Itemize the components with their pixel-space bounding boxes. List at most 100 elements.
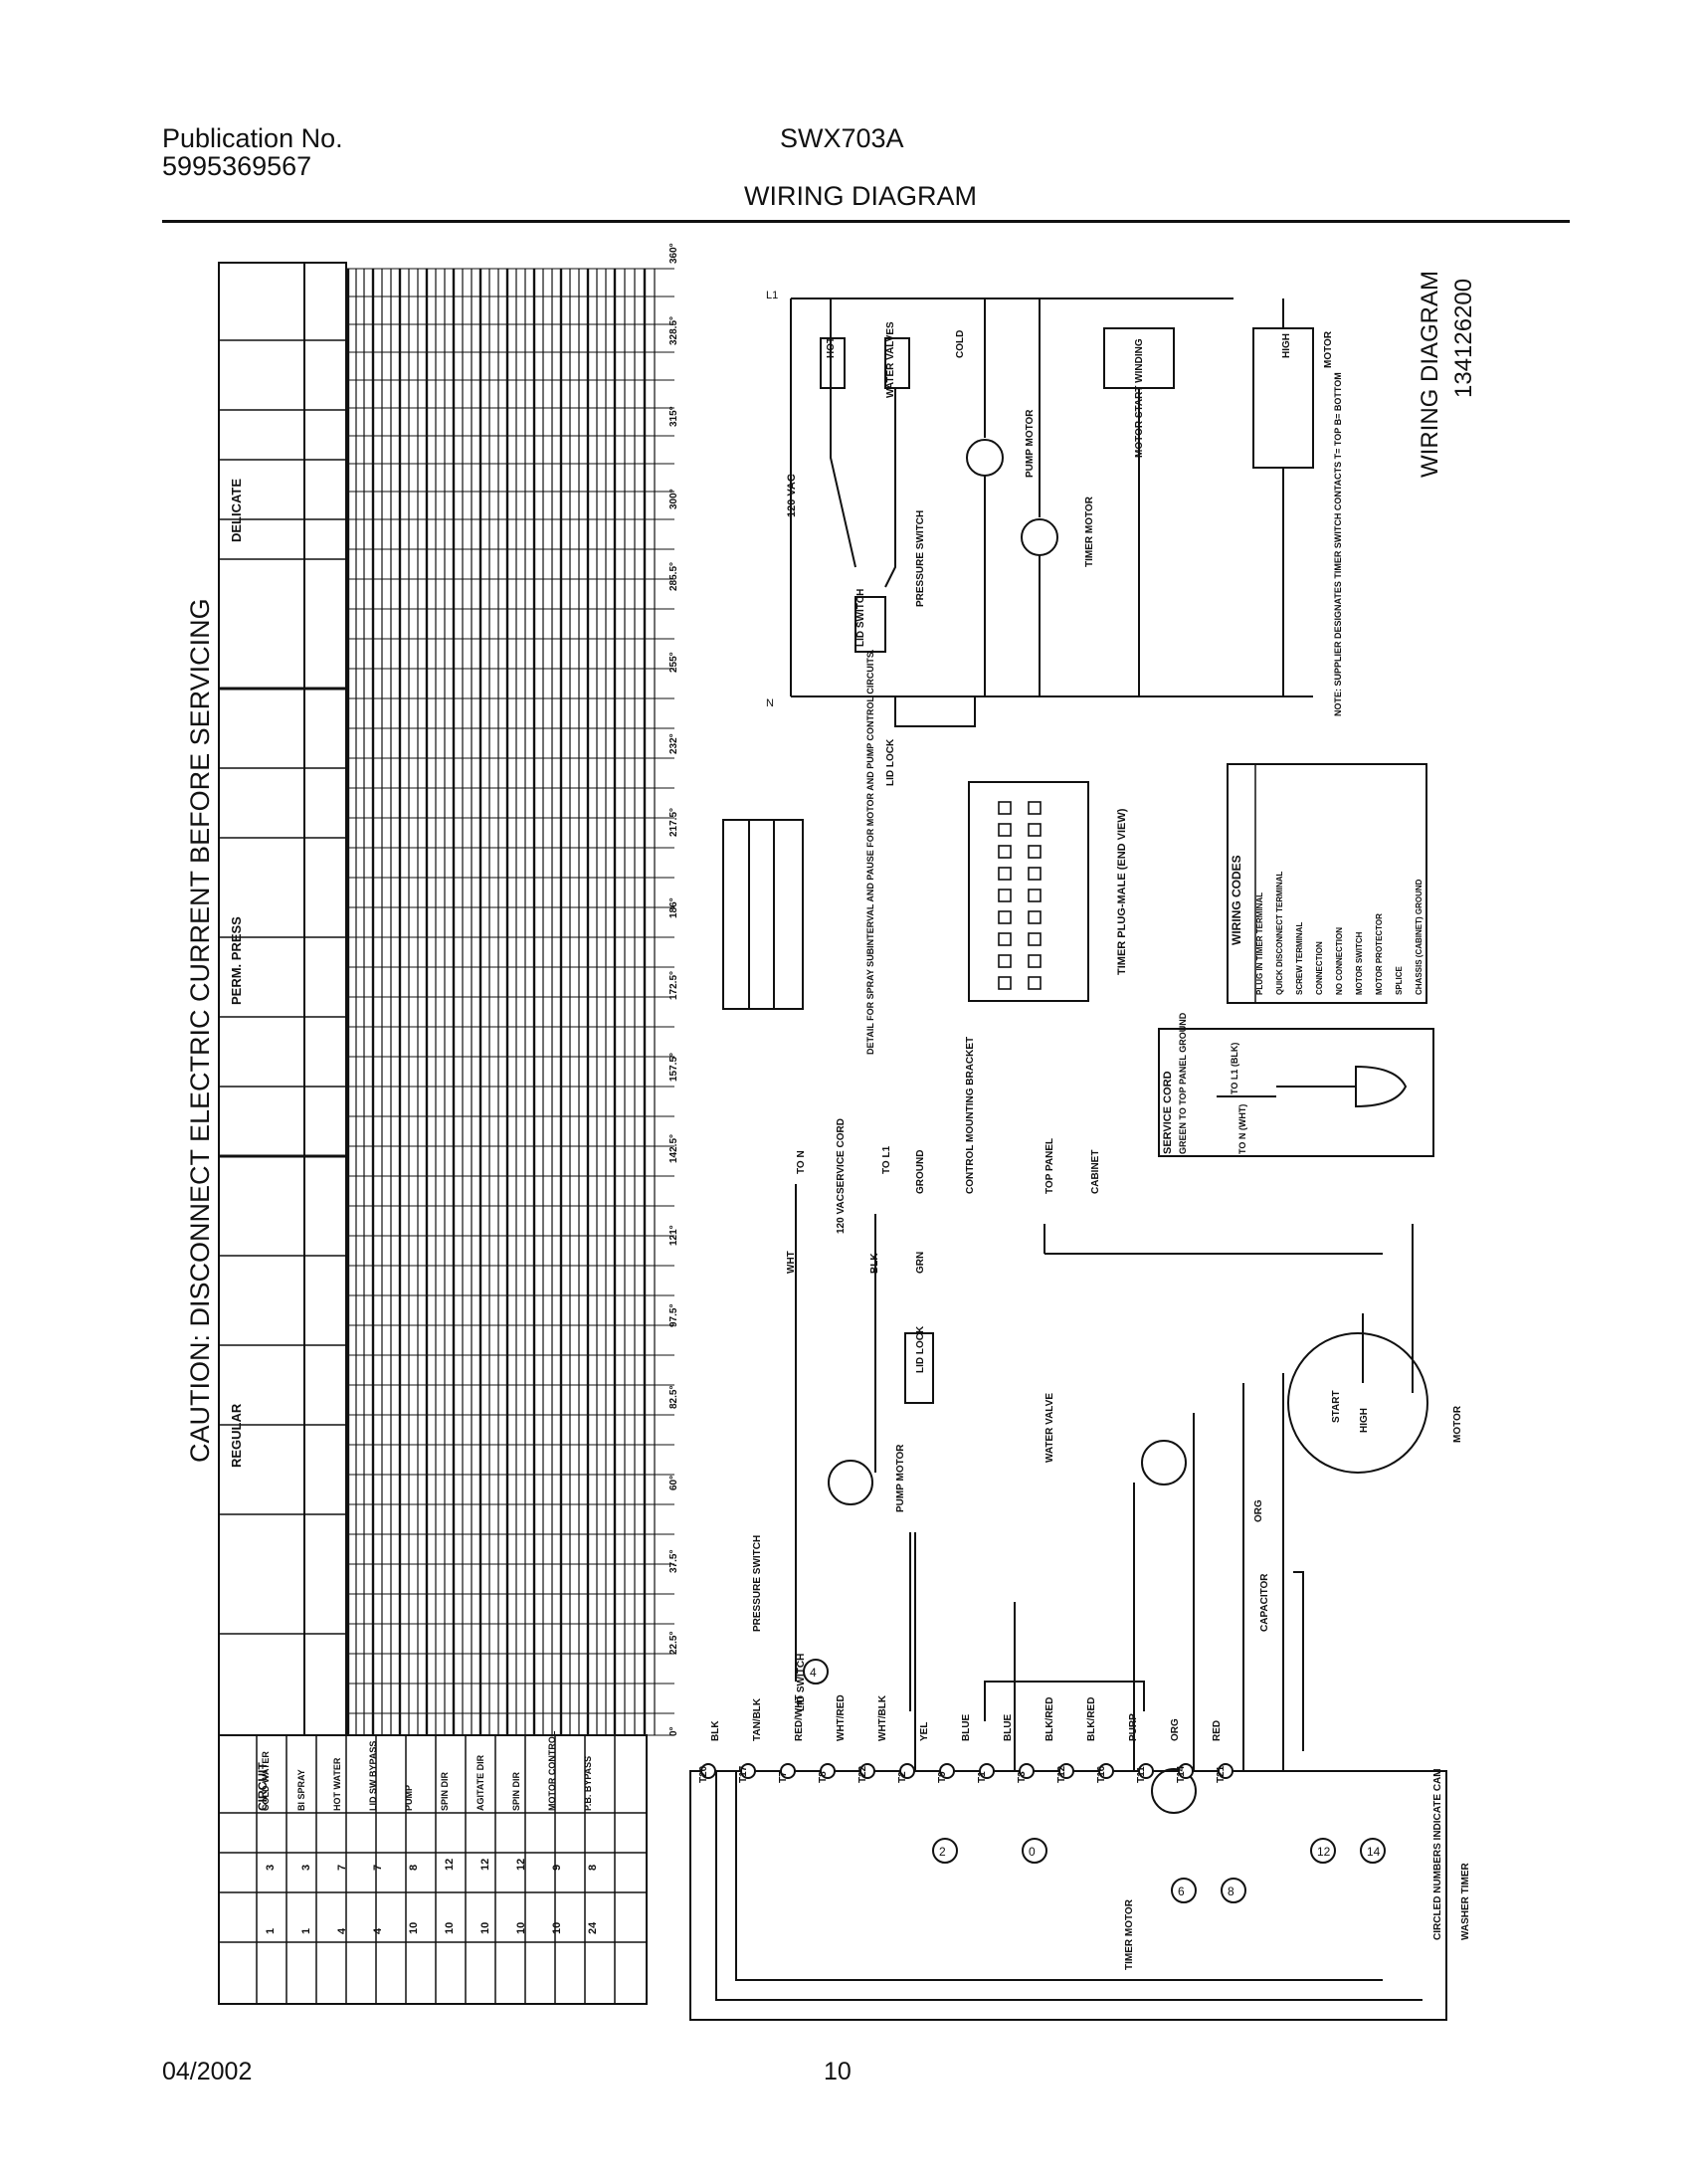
circuit-pin: 12	[479, 1858, 491, 1871]
terminal-label: T22	[857, 1765, 868, 1783]
circuit-name: SPIN DIR	[440, 1771, 450, 1811]
terminal-label: T9	[937, 1771, 948, 1783]
timer-plug	[968, 781, 1089, 1002]
terminal-connector	[1218, 1763, 1234, 1779]
circuit-pin: 8	[408, 1864, 420, 1871]
wire-color-label: WHT/BLK	[877, 1694, 888, 1741]
circuit-name: AGITATE DIR	[475, 1754, 485, 1811]
lower-label: 120 VAC	[836, 1194, 847, 1234]
circuit-pin: 8	[587, 1864, 599, 1871]
wiring-code-item: MOTOR SWITCH	[1355, 931, 1364, 995]
wire-color-label: BLUE	[1003, 1713, 1014, 1741]
upper-schematic: L1 N	[766, 290, 1314, 727]
lower-label: CONTROL MOUNTING BRACKET	[965, 1036, 976, 1194]
circuit-pin: 12	[515, 1858, 527, 1871]
degree-mark: 360°	[668, 243, 679, 264]
lower-label: PUMP MOTOR	[895, 1444, 906, 1512]
lower-label: HIGH	[1359, 1408, 1370, 1433]
schematic-label: HIGH	[1281, 333, 1292, 358]
terminal-connector	[1138, 1763, 1154, 1779]
lower-label: TO N	[796, 1150, 807, 1174]
wiring-code-item: CHASSIS (CABINET) GROUND	[1415, 879, 1423, 995]
cycle-delicate: DELICATE	[229, 478, 244, 542]
circuit-term: 4	[372, 1927, 384, 1934]
degree-mark: 97.5°	[668, 1303, 679, 1327]
plug-pin	[1028, 954, 1042, 968]
circuit-name: BI SPRAY	[296, 1769, 306, 1811]
plug-pin	[998, 823, 1012, 837]
model-number: SWX703A	[780, 123, 904, 153]
lower-label: SERVICE CORD	[836, 1118, 847, 1194]
lower-label: PRESSURE SWITCH	[752, 1534, 763, 1632]
service-cord-sub: GREEN TO TOP PANEL GROUND	[1178, 1012, 1188, 1154]
degree-mark: 300°	[668, 488, 679, 509]
schematic-label: COLD	[955, 329, 966, 358]
plug-pin	[998, 801, 1012, 815]
cycle-perm-press: PERM. PRESS	[229, 916, 244, 1005]
wire-color-label: YEL	[919, 1721, 930, 1741]
degree-mark: 121°	[668, 1224, 679, 1246]
lower-label: TO L1	[881, 1145, 892, 1174]
plug-pin	[1028, 932, 1042, 946]
publication-number: 5995369567	[162, 151, 312, 181]
cam-number: 14	[1367, 1845, 1381, 1859]
circuit-name: PUMP	[404, 1784, 414, 1811]
header-rule	[162, 220, 1570, 223]
circuit-term: 10	[515, 1921, 527, 1934]
timer-plug-title: TIMER PLUG-MALE (END VIEW)	[1116, 808, 1128, 975]
degree-mark: 186°	[668, 897, 679, 918]
circuit-pin: 12	[444, 1858, 456, 1871]
wire-color-label: BLK/RED	[1086, 1696, 1097, 1741]
wire-color-label: RED	[1212, 1719, 1223, 1741]
schematic-label: WATER VALVES	[885, 321, 896, 398]
plug-pin	[998, 889, 1012, 902]
service-cord-to-n: TO N (WHT)	[1237, 1103, 1247, 1154]
wire-color-label: ORG	[1170, 1718, 1181, 1741]
wiring-code-item: PLUG IN TIMER TERMINAL	[1255, 892, 1264, 995]
svg-text:L1: L1	[766, 290, 778, 301]
terminal-label: T8	[818, 1771, 829, 1783]
wire-color-label: BLUE	[961, 1713, 972, 1741]
terminal-connector	[1019, 1763, 1035, 1779]
terminal-label: T14	[1176, 1765, 1187, 1783]
terminal-connector	[859, 1763, 875, 1779]
wiring-code-item: NO CONNECTION	[1335, 927, 1344, 995]
degree-mark: 328.5°	[668, 316, 679, 346]
publication-label: Publication No.	[162, 123, 343, 153]
degree-mark: 60°	[668, 1476, 679, 1491]
plug-pin	[998, 954, 1012, 968]
lower-label: CIRCLED NUMBERS INDICATE CAM	[1432, 1768, 1443, 1940]
degree-mark: 217.5°	[668, 807, 679, 837]
lower-label: TOP PANEL	[1044, 1137, 1055, 1194]
schematic-note: NOTE: SUPPLIER DESIGNATES TIMER SWITCH C…	[1333, 372, 1343, 716]
circuit-name: MOTOR CONTROL	[547, 1730, 557, 1811]
plug-pin	[998, 845, 1012, 859]
terminal-connector	[1058, 1763, 1074, 1779]
lower-label: CAPACITOR	[1259, 1573, 1270, 1632]
schematic-label: LID LOCK	[885, 738, 896, 786]
cam-number: 12	[1317, 1845, 1331, 1859]
terminal-label: T21	[1216, 1765, 1227, 1783]
footer-page: 10	[824, 2058, 852, 2085]
degree-mark: 255°	[668, 652, 679, 674]
terminal-label: T11	[1136, 1766, 1147, 1783]
terminal-connector	[939, 1763, 955, 1779]
lower-label: LID LOCK	[915, 1325, 926, 1373]
cam-marker	[932, 1838, 958, 1864]
terminal-connector	[899, 1763, 915, 1779]
lower-label: WHT	[786, 1251, 797, 1274]
schematic-label: HOT	[826, 336, 837, 358]
terminal-connector	[1098, 1763, 1114, 1779]
service-cord-title: SERVICE CORD	[1162, 1071, 1174, 1154]
circuit-name: LID SW BYPASS	[368, 1740, 378, 1811]
degree-mark: 172.5°	[668, 970, 679, 1000]
terminal-label: T2	[897, 1771, 908, 1783]
degree-mark: 285.5°	[668, 561, 679, 591]
cam-number: 6	[1178, 1884, 1185, 1898]
wiring-code-item: MOTOR PROTECTOR	[1375, 913, 1384, 995]
terminal-connector	[979, 1763, 995, 1779]
degree-mark: 232°	[668, 733, 679, 755]
service-cord-to-l1: TO L1 (BLK)	[1230, 1042, 1239, 1094]
lower-label: BLK	[869, 1253, 880, 1274]
